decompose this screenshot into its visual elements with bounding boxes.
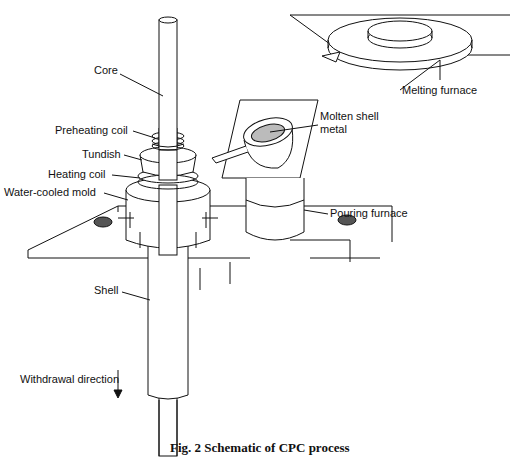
- part-label: Pouring furnace: [330, 207, 408, 220]
- direction-label: Withdrawal direction: [20, 373, 119, 386]
- core-in-mold: [159, 185, 177, 255]
- leader-line: [304, 210, 328, 214]
- table-leg: [200, 262, 230, 290]
- grate: [94, 217, 112, 227]
- leader-line: [112, 175, 140, 178]
- shell-body: [148, 235, 188, 399]
- leader-line: [122, 292, 150, 300]
- furnace-lid-top: [368, 21, 432, 41]
- pouring-plate: [222, 100, 318, 178]
- leader-line: [133, 131, 155, 138]
- core-front: [159, 128, 177, 149]
- figure-caption: Fig. 2 Schematic of CPC process: [170, 440, 350, 456]
- ladle-mouth: [240, 113, 295, 151]
- leader-line: [120, 74, 163, 96]
- part-label: Shell: [94, 284, 118, 297]
- part-label: Melting furnace: [402, 84, 477, 97]
- part-label: Preheating coil: [55, 124, 128, 137]
- arrow-head: [114, 390, 122, 398]
- leader-line: [124, 155, 142, 160]
- part-label: Molten shell metal: [320, 110, 382, 136]
- furnace-spout: [322, 52, 340, 62]
- part-label: Water-cooled mold: [4, 186, 96, 199]
- leader-line: [104, 193, 128, 200]
- part-label: Heating coil: [48, 168, 105, 181]
- table-leg: [290, 240, 380, 262]
- pouring-furnace-body: [246, 178, 304, 240]
- part-label: Tundish: [82, 148, 121, 161]
- core-in-tundish: [159, 150, 177, 180]
- furnace-lid-side: [368, 31, 432, 38]
- molten-metal: [250, 121, 287, 145]
- part-label: Core: [94, 64, 118, 77]
- leader-line: [270, 125, 318, 132]
- melting-furnace-body: [328, 18, 472, 62]
- preheating-coil-front: [152, 144, 184, 147]
- pouring-furnace-band: [246, 200, 304, 207]
- core-top: [159, 17, 177, 23]
- furnace-support: [440, 60, 441, 80]
- pouring-spout: [212, 146, 248, 163]
